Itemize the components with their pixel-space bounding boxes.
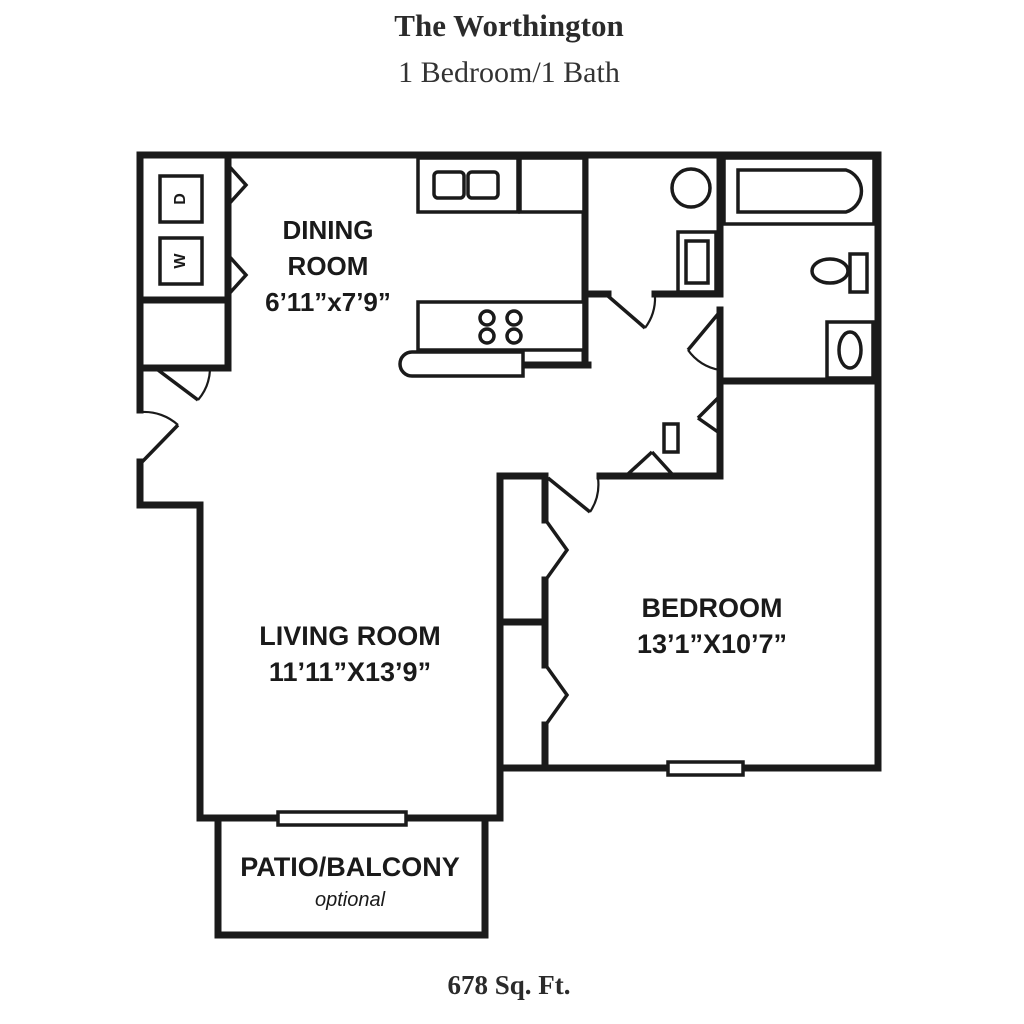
interior-walls [136,154,882,772]
bathroom-fixtures [670,156,876,380]
kitchen-range-counter [416,300,586,352]
patio-label: PATIO/BALCONY [240,852,460,882]
dining-room-dimensions: 6’11”x7’9” [265,287,391,317]
washer-label: W [172,253,189,269]
breakfast-bar [398,350,525,378]
tub-basin [736,168,864,214]
washer-icon [158,236,204,286]
square-footage: 678 Sq. Ft. [447,970,571,1000]
bathroom-sink-icon [837,330,863,370]
refrigerator-icon [518,156,586,214]
laundry-appliances: D W [158,174,204,286]
water-heater-icon [670,167,712,209]
plan-subtitle: 1 Bedroom/1 Bath [398,56,620,89]
plan-title: The Worthington [394,8,624,43]
sink-icon [432,170,466,200]
burner-icon [505,327,523,345]
bedroom-window [666,760,745,777]
burner-icon [505,309,523,327]
vanity-sink-icon [684,239,710,285]
sink-icon [466,170,500,200]
patio-window [276,810,408,827]
toilet-icon [810,257,850,285]
outer-walls [136,151,882,822]
dining-room-label-line2: ROOM [288,251,369,281]
patio-area [214,810,489,939]
dryer-icon [158,174,204,224]
toilet-tank-icon [848,252,869,294]
dryer-label: D [172,193,189,205]
doors [140,163,721,725]
living-room-label: LIVING ROOM [259,621,441,651]
burner-icon [478,309,496,327]
patio-note: optional [315,889,386,911]
kitchen-fixtures [398,156,586,378]
bedroom-dimensions: 13’1”X10’7” [637,629,787,659]
bedroom-label: BEDROOM [642,593,783,623]
living-room-dimensions: 11’11”X13’9” [269,657,431,687]
dining-room-label-line1: DINING [283,215,374,245]
room-labels: DINING ROOM 6’11”x7’9” LIVING ROOM 11’11… [240,215,787,911]
burner-icon [478,327,496,345]
